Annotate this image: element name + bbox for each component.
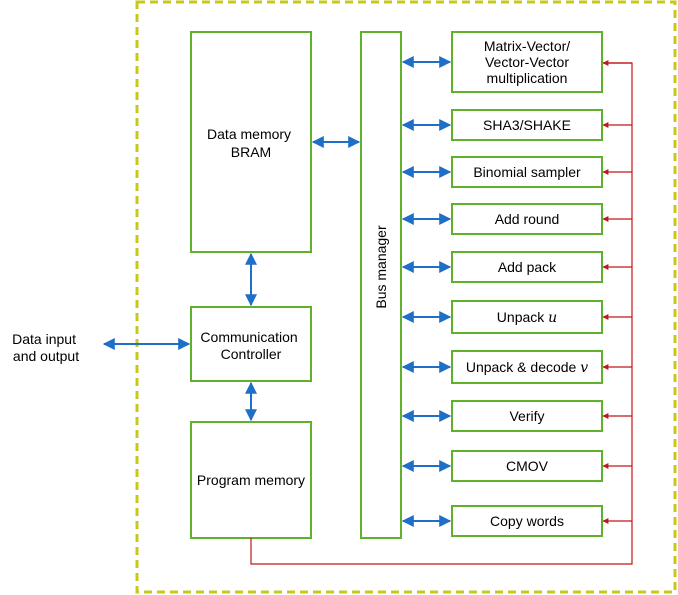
module-label: Unpack & decode v (466, 359, 588, 376)
module-label-line: Add round (495, 211, 560, 227)
comm-controller-label-line1: Communication (200, 329, 297, 345)
module-label-line: Add pack (498, 259, 557, 275)
io-label-line2: and output (13, 348, 79, 364)
module-label-line: SHA3/SHAKE (483, 117, 571, 133)
program-memory-block: Program memory (190, 421, 312, 539)
io-label-line1: Data input (12, 331, 76, 347)
module-label: CMOV (506, 458, 549, 474)
communication-controller-block: Communication Controller (190, 306, 312, 382)
module-block: Add round (401, 203, 632, 235)
module-block: SHA3/SHAKE (401, 109, 632, 141)
module-label-line: Matrix-Vector/ (484, 38, 570, 54)
module-block: Verify (401, 400, 632, 432)
data-memory-block: Data memory BRAM (190, 31, 312, 253)
system-boundary-frame (135, 0, 677, 594)
module-label-line: Copy words (490, 513, 564, 529)
comm-controller-label-line2: Controller (221, 346, 282, 362)
module-block: Unpack & decode v (401, 350, 632, 384)
io-label: Data input and output (12, 331, 80, 364)
module-label: Binomial sampler (473, 164, 581, 180)
bus-manager-label: Bus manager (373, 225, 389, 309)
program-memory-label: Program memory (197, 472, 305, 488)
module-label: Copy words (490, 513, 564, 529)
module-block: Unpack u (401, 300, 632, 334)
data-memory-label-line1: Data memory (207, 126, 291, 142)
module-block: Add pack (401, 251, 632, 283)
module-label-line: multiplication (487, 70, 568, 86)
module-label-line: Unpack & decode v (466, 359, 588, 376)
bus-manager-block: Bus manager (360, 31, 402, 539)
module-block: CMOV (401, 450, 632, 482)
module-label-line: Binomial sampler (473, 164, 581, 180)
module-block: Binomial sampler (401, 156, 632, 188)
svg-text:Data memory BRAM: Data memory BRAM (207, 126, 295, 160)
module-label-line: Verify (509, 408, 544, 424)
module-label: Verify (509, 408, 544, 424)
module-variable: u (548, 310, 557, 326)
svg-text:Communication Controller: Communication Controller (200, 329, 301, 362)
module-label-line: Vector-Vector (485, 54, 569, 70)
module-label: SHA3/SHAKE (483, 117, 571, 133)
module-variable: v (580, 360, 588, 376)
module-label-line: CMOV (506, 458, 549, 474)
module-label-line: Unpack u (497, 309, 557, 326)
module-label: Unpack u (497, 309, 557, 326)
data-memory-label-line2: BRAM (231, 144, 271, 160)
module-label: Add pack (498, 259, 557, 275)
module-block: Copy words (401, 505, 632, 537)
module-label: Add round (495, 211, 560, 227)
